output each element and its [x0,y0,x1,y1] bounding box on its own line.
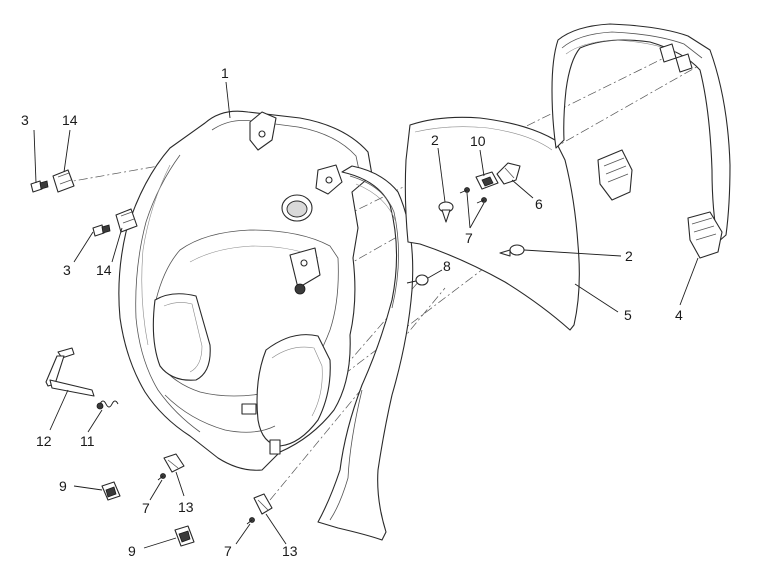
callout-9-lower: 9 [128,543,136,559]
rivet-2-lower [499,244,525,257]
clip-nut-14-lower [115,208,138,233]
bracket-6 [496,162,521,185]
callout-3-lower: 3 [63,262,71,278]
block-10 [475,171,499,190]
clip-nut-14-upper [52,169,75,193]
screw-7-middle [157,473,166,481]
callout-9-upper: 9 [59,478,67,494]
bracket-13-upper [163,453,185,473]
callout-7-upper: 7 [465,230,473,246]
callout-1: 1 [221,65,229,81]
callout-4: 4 [675,307,683,323]
inner-leg-shield-part [118,110,414,541]
callout-7-lower: 7 [224,543,232,559]
callout-14-upper: 14 [62,112,78,128]
callout-leader-lines [33,81,699,549]
callout-13-upper: 13 [178,499,194,515]
screws-7-upper [459,187,487,204]
callout-6: 6 [535,196,543,212]
spring-11 [96,400,119,410]
callout-12: 12 [36,433,52,449]
bracket-13-lower [253,493,273,515]
screw-3-lower [92,224,111,237]
rivet-2-upper [438,201,454,223]
clip-9-upper [101,481,121,501]
windshield-panel-part [404,116,580,331]
callout-10: 10 [470,133,486,149]
callout-labels: 1 3 14 3 14 2 10 6 7 2 8 5 4 12 11 9 7 1… [21,65,683,559]
callout-2-lower: 2 [625,248,633,264]
screw-8 [406,274,429,286]
clip-9-lower [174,525,195,547]
screw-3-upper [30,180,49,193]
callout-5: 5 [624,307,632,323]
callout-7-middle: 7 [142,500,150,516]
hardware-parts [30,162,525,547]
callout-13-lower: 13 [282,543,298,559]
callout-14-lower: 14 [96,262,112,278]
callout-3-upper: 3 [21,112,29,128]
screen-frame-part [551,23,731,259]
callout-11: 11 [80,433,95,449]
callout-8: 8 [443,258,451,274]
lever-12 [45,347,95,397]
callout-2-upper: 2 [431,132,439,148]
screw-7-lower [246,517,255,525]
